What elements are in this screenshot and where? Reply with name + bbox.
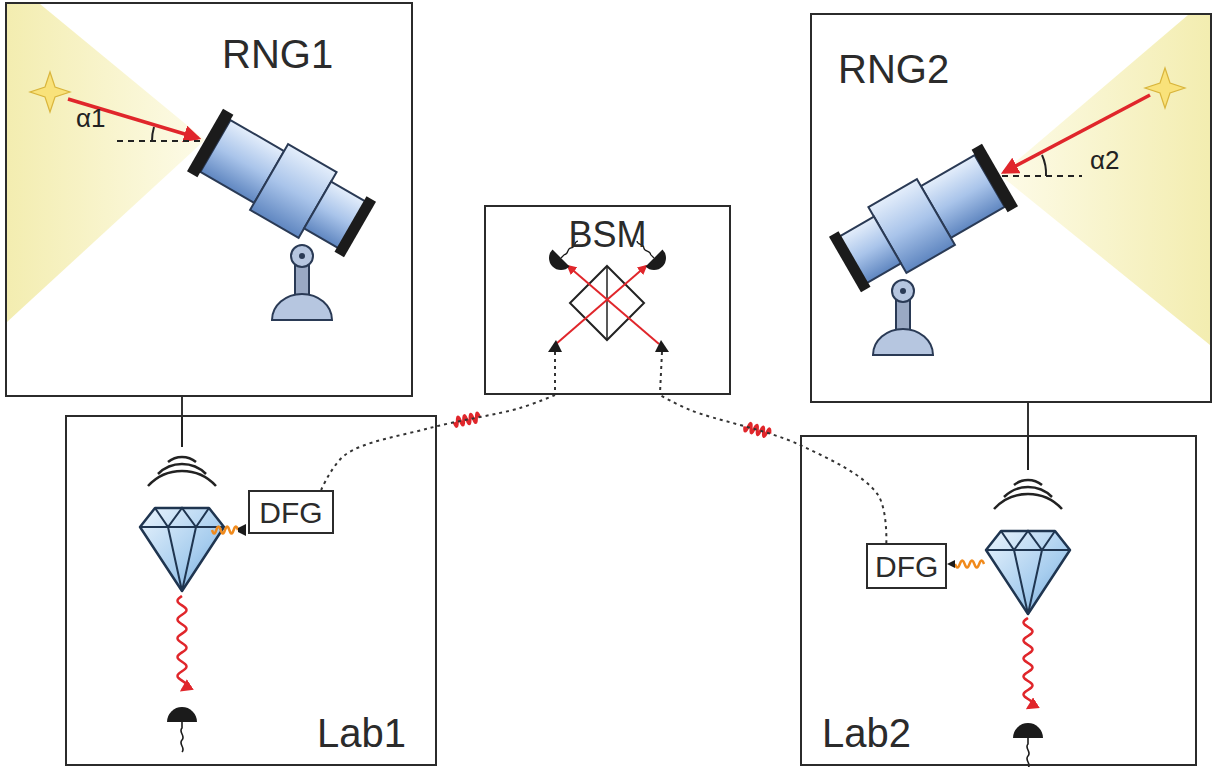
wireless-symbol bbox=[994, 480, 1062, 509]
orange-photon bbox=[212, 526, 238, 533]
cable bbox=[1027, 437, 1029, 470]
cable bbox=[181, 397, 183, 415]
cable bbox=[1027, 403, 1029, 435]
coupler bbox=[238, 524, 246, 536]
light-ray bbox=[68, 99, 198, 138]
orange-photon bbox=[955, 560, 984, 567]
light-ray bbox=[1004, 95, 1150, 172]
box-label: DFG bbox=[875, 550, 938, 583]
light-cone bbox=[1000, 15, 1210, 345]
rng-box: RNG2 bbox=[810, 13, 1212, 403]
beam-splitter bbox=[556, 266, 659, 344]
box-label: Lab2 bbox=[822, 711, 911, 755]
photon-pulse bbox=[745, 423, 770, 436]
box-label: RNG2 bbox=[838, 47, 949, 91]
fiber bbox=[660, 352, 662, 393]
box-label: DFG bbox=[259, 496, 322, 529]
wireless-symbol bbox=[148, 457, 216, 486]
lab-box: Lab1 DFG bbox=[65, 415, 437, 766]
optical-fiber bbox=[321, 395, 555, 490]
star bbox=[1145, 68, 1185, 108]
angle-label: α1 bbox=[76, 104, 106, 133]
reference-line bbox=[112, 140, 200, 142]
coupler bbox=[947, 560, 955, 568]
star bbox=[30, 72, 70, 112]
angle-label: α2 bbox=[1090, 146, 1120, 175]
angle-arc bbox=[1042, 155, 1046, 176]
telescope bbox=[186, 107, 379, 320]
telescope bbox=[826, 142, 1019, 355]
lab-box: Lab2 DFG bbox=[800, 435, 1197, 766]
optical-fiber bbox=[660, 395, 886, 543]
diamond-crystal bbox=[986, 531, 1070, 614]
fiber bbox=[554, 352, 556, 393]
dfg-box: DFG bbox=[866, 543, 947, 589]
detector bbox=[167, 707, 197, 752]
box-label: BSM bbox=[568, 215, 646, 255]
red-photon bbox=[177, 596, 186, 690]
bsm-box: BSM bbox=[484, 205, 731, 395]
box-label: RNG1 bbox=[222, 32, 333, 76]
dfg-box: DFG bbox=[248, 490, 334, 534]
rng-box: RNG1 bbox=[5, 2, 413, 397]
reference-line bbox=[1002, 175, 1082, 177]
fiber-end bbox=[655, 340, 669, 352]
detector bbox=[1013, 723, 1043, 767]
light-cone bbox=[7, 4, 205, 322]
fiber-end bbox=[548, 340, 562, 352]
diamond-crystal bbox=[140, 508, 224, 591]
box-label: Lab1 bbox=[317, 711, 406, 755]
cable bbox=[181, 417, 183, 447]
angle-arc bbox=[152, 127, 154, 141]
red-photon bbox=[1023, 618, 1032, 708]
